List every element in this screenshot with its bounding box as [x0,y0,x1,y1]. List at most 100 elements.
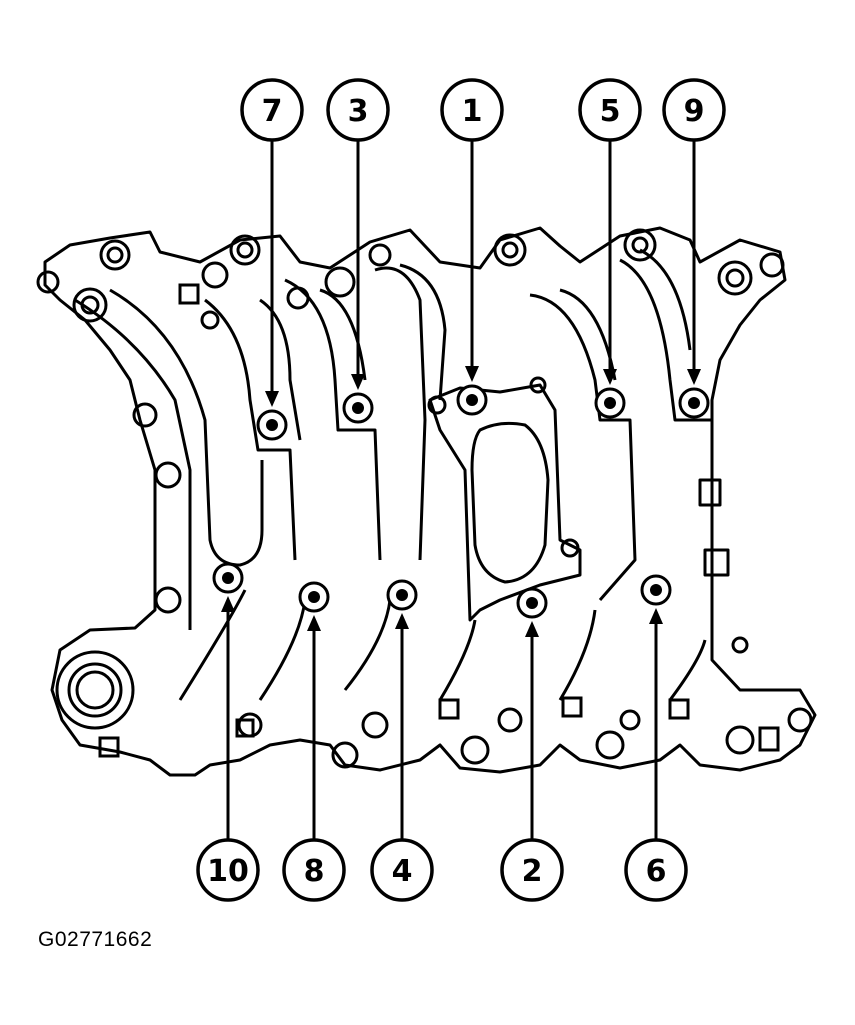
runner-1b [109,288,264,567]
boss [668,698,690,720]
bolt-head-10 [222,572,234,584]
arrowhead-2 [525,621,539,637]
boss [758,726,780,752]
runner-6 [619,258,712,422]
callout-5: 5 [578,78,642,142]
boss [368,243,392,267]
port-bosses [36,228,813,769]
bolt-head-1 [466,394,478,406]
arrowhead-4 [395,613,409,629]
boss [717,260,753,296]
callout-number: 4 [392,854,413,889]
runner-6b [639,248,692,351]
runner-2b [259,298,302,441]
bolt-head-6 [650,584,662,596]
boss [493,233,527,267]
callout-number: 6 [646,854,667,889]
boss [631,236,649,254]
plenum-frame [428,383,582,622]
bolt-head-4 [396,589,408,601]
water-outlet [55,650,135,730]
arrowhead-9 [687,369,701,385]
runner-5 [529,293,637,601]
callout-number: 7 [262,94,283,129]
boss [529,376,547,394]
callout-number: 5 [600,94,621,129]
callout-8: 8 [282,838,346,902]
boss [200,310,220,330]
callout-circle [662,78,726,142]
callout-1: 1 [440,78,504,142]
boss [731,636,749,654]
boss [80,295,100,315]
boss [237,712,263,738]
arrowhead-5 [603,369,617,385]
runner-5b [559,288,617,381]
boss [98,736,120,758]
callout-number: 10 [207,854,249,889]
side-bracket [698,478,730,577]
callout-circle [624,838,688,902]
callout-number: 8 [304,854,325,889]
boss [99,239,131,271]
arrowhead-1 [465,366,479,382]
runner-lower-1 [178,589,247,701]
manifold-body [43,226,817,777]
runner-lower-4 [438,619,477,701]
boss [286,286,310,310]
callout-circle [578,78,642,142]
boss [759,252,785,278]
boss [619,709,641,731]
bolt-head-7 [266,419,278,431]
bolt-head-3 [352,402,364,414]
callout-3: 3 [326,78,390,142]
callout-7: 7 [240,78,304,142]
callout-10: 10 [196,838,260,902]
boss [236,241,254,259]
boss [235,718,255,738]
callout-number: 3 [348,94,369,129]
boss [106,246,124,264]
bolt-head-5 [604,397,616,409]
boss [497,707,523,733]
arrowhead-7 [265,391,279,407]
callout-number: 1 [462,94,483,129]
boss [725,725,755,755]
boss [561,696,583,718]
leader-arrows [221,140,701,840]
runner-2 [204,298,297,561]
runner-4 [374,266,427,561]
bolt-head-8 [308,591,320,603]
arrowhead-6 [649,608,663,624]
boss [36,270,60,294]
boss [438,698,460,720]
callouts: 1 2 3 4 5 6 7 8 9 10 [196,78,726,902]
callout-number: 9 [684,94,705,129]
boss [560,538,580,558]
callout-6: 6 [624,838,688,902]
boss [460,735,490,765]
boss [178,283,200,305]
manifold-outline [43,226,817,777]
boss [361,711,389,739]
boss [324,266,356,298]
boss [595,730,625,760]
water-outlet [67,662,123,718]
arrowhead-3 [351,374,365,390]
callout-circle [282,838,346,902]
arrowhead-8 [307,615,321,631]
boss [201,261,229,289]
boss [154,586,182,614]
boss [229,234,261,266]
runner-lower-2 [258,599,307,701]
callout-circle [196,838,260,902]
boss [427,395,447,415]
throttle-bore [470,421,550,584]
water-outlet [75,670,115,710]
runner-lower-5 [558,609,597,701]
bolts [212,384,710,619]
callout-number: 2 [522,854,543,889]
runner-3b [319,288,367,381]
boss [154,461,182,489]
